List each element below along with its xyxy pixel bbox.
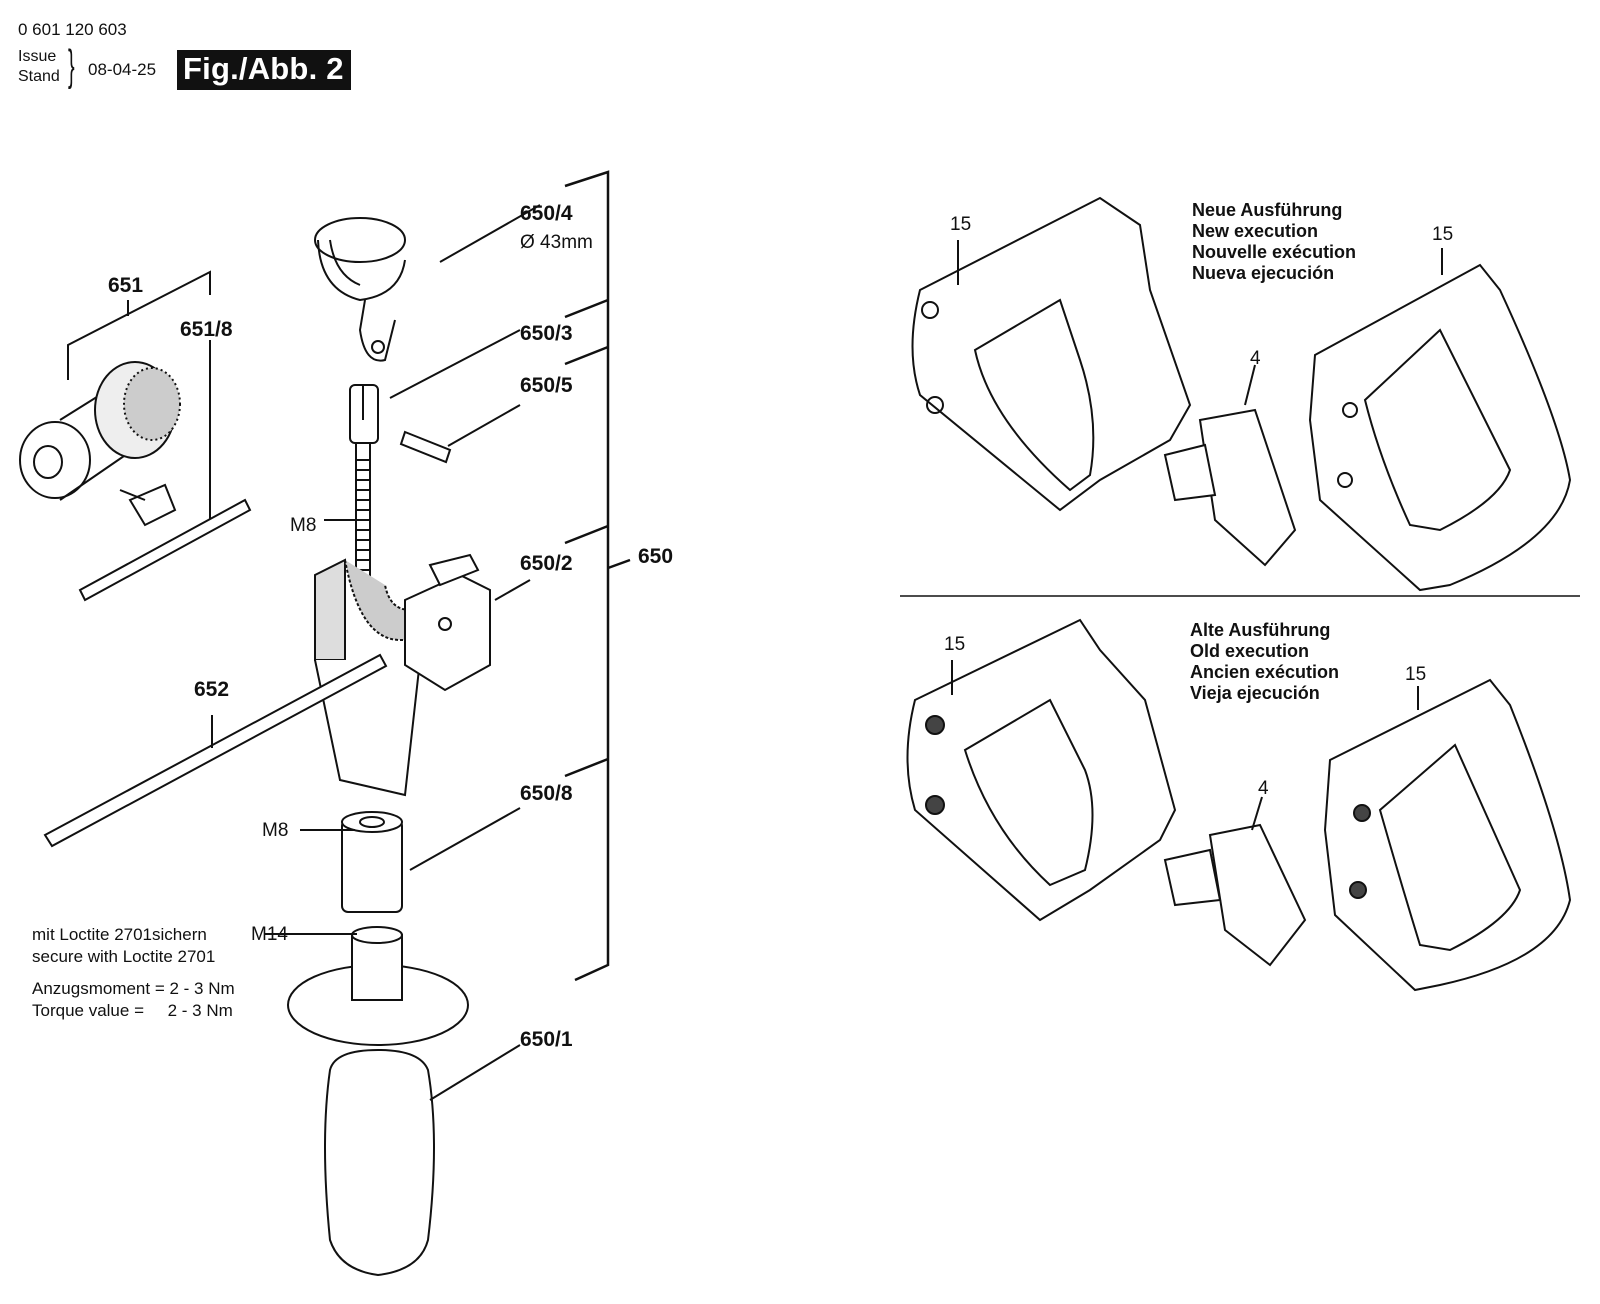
torque-note-en: Torque value = 2 - 3 Nm: [32, 1001, 233, 1020]
label-m14: M14: [251, 924, 288, 945]
part-number: 0 601 120 603: [18, 20, 127, 39]
new-execution-text: Neue Ausführung New execution Nouvelle e…: [1192, 200, 1356, 284]
new-execution-de: Neue Ausführung: [1192, 200, 1343, 220]
new-handle-half-left: [913, 198, 1191, 510]
label-650-4-diameter: Ø 43mm: [520, 232, 593, 253]
label-650-3: 650/3: [520, 322, 573, 345]
group-bracket-651: [68, 272, 210, 380]
label-650-8: 650/8: [520, 782, 573, 805]
label-old-15-right: 15: [1405, 664, 1427, 685]
label-651-8: 651/8: [180, 318, 233, 341]
label-651: 651: [108, 274, 144, 297]
clamp-ring: [315, 205, 540, 361]
old-execution-de: Alte Ausführung: [1190, 620, 1331, 640]
label-650: 650: [638, 545, 674, 568]
depth-stop-holder: [315, 555, 530, 795]
figure-title: Fig./Abb. 2: [177, 50, 351, 90]
loctite-note-de: mit Loctite 2701sichern: [32, 925, 207, 944]
label-old-15-left: 15: [944, 634, 966, 655]
old-handle-half-left: [908, 620, 1176, 920]
old-switch-module: [1165, 797, 1305, 965]
old-execution-es: Vieja ejecución: [1190, 683, 1320, 703]
group-bracket-650: [565, 172, 630, 980]
label-new-15-right: 15: [1432, 224, 1454, 245]
stand-label: Stand: [18, 68, 60, 85]
torque-note-de: Anzugsmoment = 2 - 3 Nm: [32, 979, 235, 998]
loctite-note-en: secure with Loctite 2701: [32, 947, 216, 966]
old-handle-half-right: [1325, 680, 1570, 990]
new-handle-half-right: [1310, 248, 1570, 590]
label-650-2: 650/2: [520, 552, 573, 575]
auxiliary-handle: [265, 927, 520, 1275]
new-execution-es: Nueva ejecución: [1192, 263, 1335, 283]
label-m8-bottom: M8: [262, 820, 289, 841]
issue-date: 08-04-25: [88, 60, 157, 79]
old-execution-en: Old execution: [1190, 641, 1310, 661]
label-new-15-left: 15: [950, 214, 972, 235]
new-switch-module: [1165, 365, 1295, 565]
label-650-1: 650/1: [520, 1028, 573, 1051]
depth-rod: [45, 655, 386, 846]
brace-glyph: }: [68, 41, 75, 90]
label-m8-top: M8: [290, 515, 317, 536]
threaded-sleeve: [300, 808, 520, 912]
cross-pin: [401, 405, 520, 462]
chuck-key: [80, 340, 250, 600]
label-652: 652: [194, 678, 230, 701]
issue-label: Issue: [18, 48, 57, 65]
drill-chuck: [20, 362, 180, 500]
new-execution-fr: Nouvelle exécution: [1192, 242, 1357, 262]
label-new-4: 4: [1250, 348, 1261, 369]
label-650-4: 650/4: [520, 202, 573, 225]
label-650-5: 650/5: [520, 374, 573, 397]
old-execution-text: Alte Ausführung Old execution Ancien exé…: [1190, 620, 1339, 704]
label-old-4: 4: [1258, 778, 1269, 799]
threaded-bolt: [324, 330, 520, 588]
new-execution-en: New execution: [1192, 221, 1319, 241]
old-execution-fr: Ancien exécution: [1190, 662, 1340, 682]
